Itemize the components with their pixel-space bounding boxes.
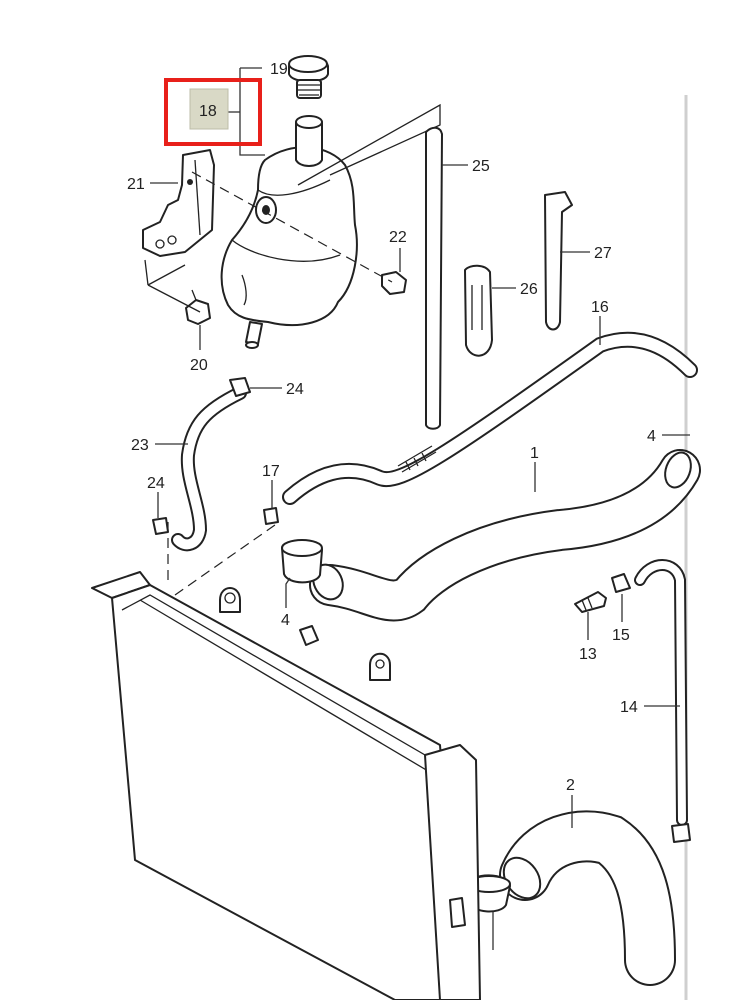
hose-clip [263, 507, 279, 525]
callout-25: 25 [472, 158, 490, 175]
callout-26: 26 [520, 281, 538, 298]
bolt [185, 289, 211, 325]
callout-23: 23 [131, 437, 149, 454]
callout-4-right: 4 [647, 428, 656, 445]
callout-18[interactable]: 18 [199, 103, 217, 120]
callout-24-lower: 24 [147, 475, 165, 492]
cable-strap [544, 191, 573, 331]
callout-17: 17 [262, 463, 280, 480]
hose-clamp-band [281, 539, 323, 584]
callout-24-upper: 24 [286, 381, 304, 398]
callout-15: 15 [612, 627, 630, 644]
callout-16: 16 [591, 299, 609, 316]
upper-radiator-hose [309, 449, 701, 622]
radiator [91, 571, 481, 1000]
small-hose [634, 559, 691, 843]
lower-radiator-hose [499, 810, 676, 986]
reservoir-hose [171, 386, 247, 552]
highlight-badge [189, 88, 229, 130]
breather-pipe [282, 331, 698, 505]
reservoir-tank [220, 115, 358, 349]
support-rod [425, 126, 443, 430]
hose-clamp [229, 377, 251, 397]
hose-fitting [574, 591, 607, 613]
highlight-frame [164, 78, 262, 146]
leader-lines [150, 67, 690, 950]
callout-13: 13 [579, 646, 597, 663]
hose-clamp [611, 573, 631, 593]
reservoir-cap [288, 55, 329, 99]
callout-14: 14 [620, 699, 638, 716]
callout-27: 27 [594, 245, 612, 262]
part-18-highlight[interactable] [164, 78, 262, 146]
callout-22: 22 [389, 229, 407, 246]
hose-clamp [152, 517, 169, 535]
callout-19: 19 [270, 61, 288, 78]
bolt [381, 271, 407, 295]
callout-21: 21 [127, 176, 145, 193]
callout-20: 20 [190, 357, 208, 374]
callout-4-upper: 4 [281, 612, 290, 629]
callout-1: 1 [530, 445, 539, 462]
hose-clip-bracket [464, 264, 493, 357]
mounting-bracket [142, 149, 215, 257]
callout-2: 2 [566, 777, 575, 794]
